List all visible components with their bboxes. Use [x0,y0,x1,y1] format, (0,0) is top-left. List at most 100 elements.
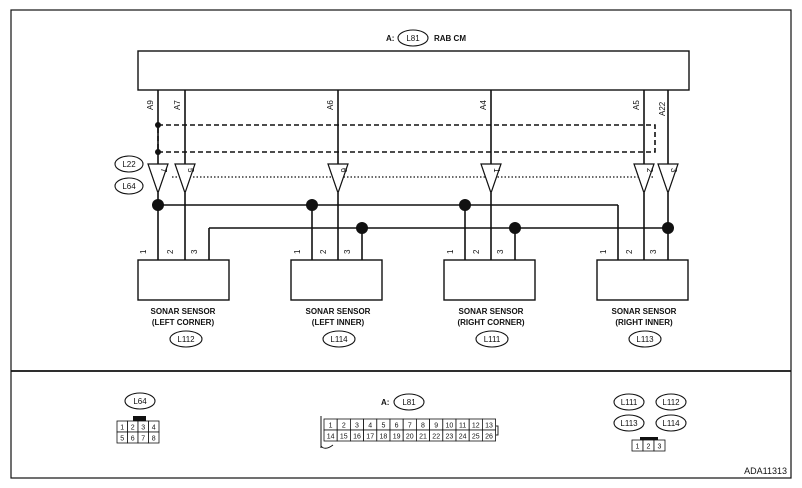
shield-dashed-box [157,124,656,153]
module-pin-a22: A22 [658,101,667,116]
sensor-connector-pin-2: 2 [647,444,651,451]
connector-l64-label: L64 [122,182,136,191]
module-code: L81 [406,34,420,43]
l64-pin-6: 6 [131,436,135,443]
module-prefix: A: [386,34,394,43]
connector-l22-oval [114,155,144,173]
a-connector-cell [481,429,496,442]
sensor-code: L112 [177,335,195,344]
module-box [137,50,690,91]
a-connector-pin-4: 4 [368,423,372,430]
a-connector-prefix: A: [381,398,389,407]
a-connector-pin-18: 18 [380,434,388,441]
a-connector-pin-15: 15 [340,434,348,441]
sensor-box-left-corner [137,259,230,301]
sensor-connector-oval-l113 [613,414,645,432]
sensor-title: SONAR SENSOR [612,307,677,316]
svg-text:3: 3 [649,249,658,254]
module-pin-a5: A5 [632,100,641,110]
a-connector-pin-5: 5 [381,423,385,430]
svg-text:3: 3 [190,249,199,254]
sensor-connector-code: L114 [662,419,680,428]
sensor-subtitle: (RIGHT INNER) [615,318,673,327]
l64-pin-5: 5 [120,436,124,443]
inline-terminals [147,163,679,195]
a-connector-pin-3: 3 [355,423,359,430]
l64-cell [148,431,160,444]
sensor-subtitle: (RIGHT CORNER) [457,318,524,327]
svg-text:1: 1 [599,249,608,254]
sensor-connector-code: L113 [620,419,638,428]
l64-connector-oval [124,392,156,410]
svg-text:1: 1 [446,249,455,254]
a-connector-pin-26: 26 [485,434,493,441]
inline-terminal-7: 7 [159,168,168,173]
a-connector-pin-14: 14 [327,434,335,441]
sensor-code: L114 [330,335,348,344]
module-wires [157,90,669,164]
svg-text:1: 1 [293,249,302,254]
diagram-code: ADA11313 [744,466,787,476]
sensor-connector-oval-l112 [655,393,687,411]
a-connector-pin-20: 20 [406,434,414,441]
sensor-code-oval [322,330,356,348]
sensor-subtitle: (LEFT CORNER) [152,318,215,327]
svg-text:1: 1 [139,249,148,254]
shield-junction-bottom [155,149,161,155]
sensor-subtitle: (LEFT INNER) [312,318,365,327]
inline-terminal-3: 3 [669,168,678,173]
a-connector-pin-16: 16 [353,434,361,441]
inline-terminal-6: 6 [339,168,348,173]
sensor-connector-pin-1: 1 [636,444,640,451]
outer-frame [10,9,792,479]
l64-pin-2: 2 [131,425,135,432]
a-connector-pin-2: 2 [342,423,346,430]
module-pin-a7: A7 [173,100,182,110]
sensor-code-oval [628,330,662,348]
sensor-code: L113 [636,335,654,344]
sensor-connector-code: L112 [662,398,680,407]
connector-l22-label: L22 [122,160,136,169]
l64-pin-1: 1 [120,425,124,432]
a-connector-housing [320,416,499,449]
svg-text:2: 2 [319,249,328,254]
sensor-code: L111 [484,335,501,344]
inline-terminal-1: 1 [492,168,501,173]
l64-pin-8: 8 [152,436,156,443]
svg-text:2: 2 [625,249,634,254]
sensor-connector-oval-l111 [613,393,645,411]
sensor-title: SONAR SENSOR [151,307,216,316]
sensor-box-left-inner [290,259,383,301]
l64-pin-4: 4 [152,425,156,432]
sensor-title: SONAR SENSOR [306,307,371,316]
a-connector-pin-22: 22 [432,434,440,441]
sensor-connector-code: L111 [621,398,638,407]
a-connector-pin-1: 1 [329,423,333,430]
sensor-box-right-inner [596,259,689,301]
a-connector-pin-7: 7 [408,423,412,430]
sensor-connector-pin-3: 3 [658,444,662,451]
sensor-pin-numbers: 1 2 3 1 2 3 1 2 3 1 2 3 [139,249,658,254]
l64-connector-key [133,416,146,421]
inline-terminal-2: 2 [645,168,654,173]
a-connector-pin-11: 11 [459,423,466,430]
l64-connector-label: L64 [133,397,147,406]
l64-pin-3: 3 [141,425,145,432]
sensor-box-right-corner [443,259,536,301]
a-connector-pin-21: 21 [419,434,427,441]
a-connector-code: L81 [402,398,416,407]
a-connector-pin-24: 24 [459,434,467,441]
sensor-connector-oval-l114 [655,414,687,432]
module-name: RAB CM [434,34,466,43]
module-code-oval [397,29,429,47]
svg-text:3: 3 [343,249,352,254]
module-pin-a9: A9 [146,100,155,110]
module-pin-a4: A4 [479,100,488,110]
inline-terminal-5: 5 [186,168,195,173]
l64-pin-7: 7 [141,436,145,443]
svg-text:2: 2 [472,249,481,254]
